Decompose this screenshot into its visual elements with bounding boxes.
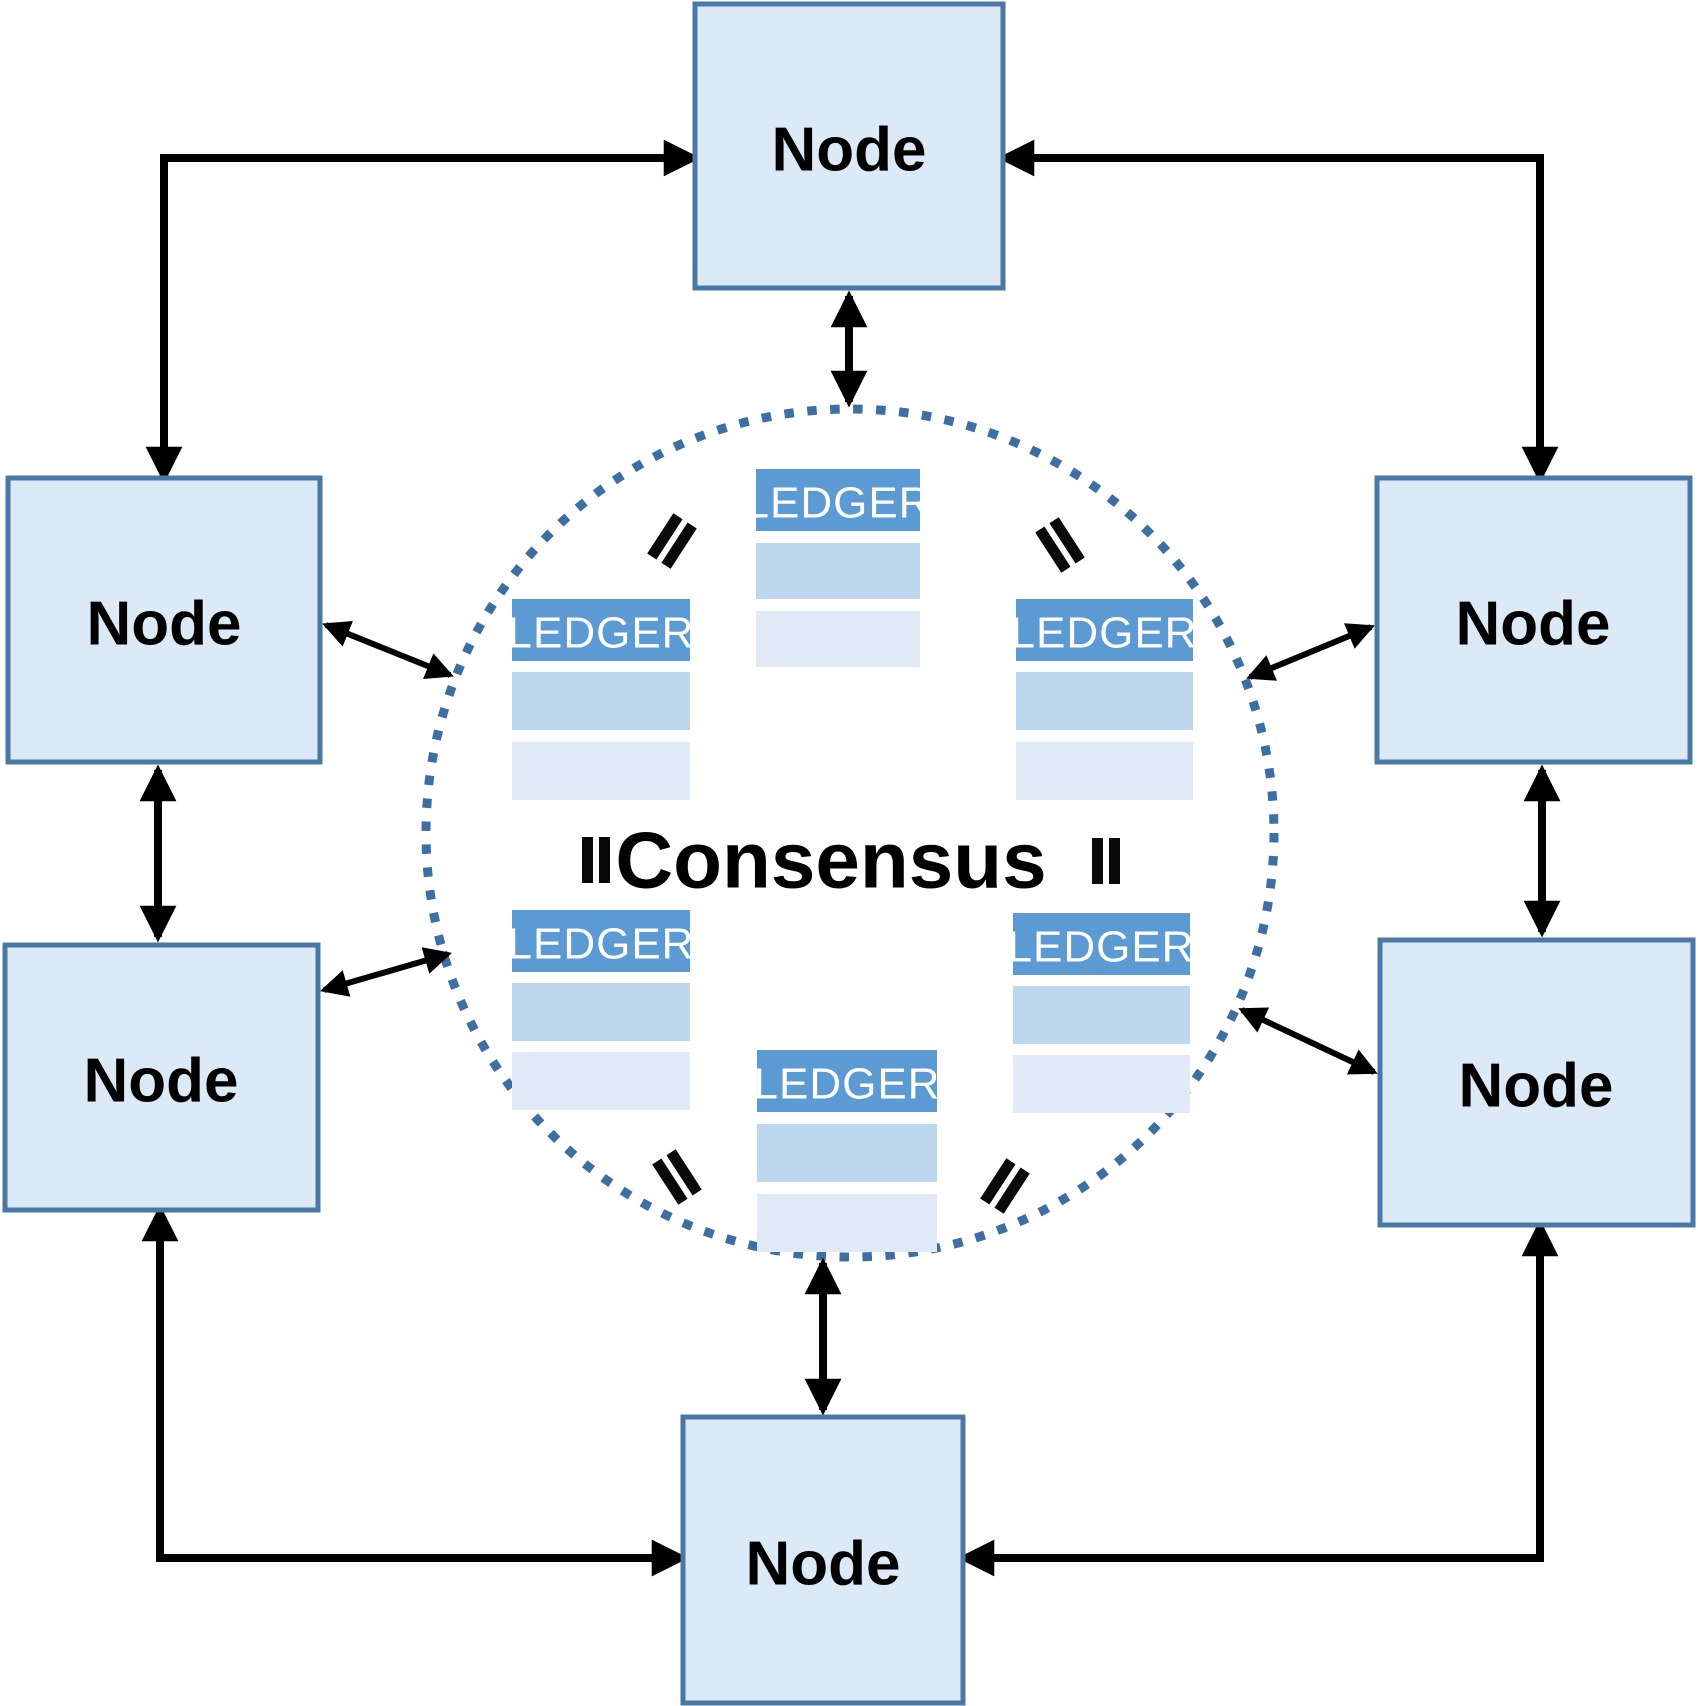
consensus-title: Consensus <box>615 816 1046 905</box>
node-lower-left: Node <box>2 942 321 1213</box>
ledger-row <box>512 742 690 800</box>
ledger-row <box>1013 1055 1190 1113</box>
ledger-header <box>512 599 690 661</box>
equals-sign-middle-left-icon <box>582 837 610 883</box>
node-label: Node <box>84 1047 239 1116</box>
equals-sign-bottom-right-icon <box>980 1158 1030 1214</box>
ledger-row <box>756 611 920 667</box>
node-box <box>1377 937 1696 1228</box>
ledger-lower-left: LEDGER <box>508 910 695 1110</box>
node-upper-left: Node <box>5 475 323 765</box>
ledger-row <box>757 1124 937 1182</box>
equals-sign-top-left-icon <box>647 513 697 569</box>
node-label: Node <box>1456 590 1611 659</box>
node-upper-right: Node <box>1374 475 1693 765</box>
node-box <box>680 1414 966 1706</box>
ledger-header <box>1013 913 1190 975</box>
ledger-row <box>512 1052 690 1110</box>
consensus-ring <box>421 404 1279 1262</box>
ledger-label: LEDGER <box>1011 609 1198 658</box>
ledger-header <box>757 1050 937 1112</box>
node-lower-right: Node <box>1377 937 1696 1228</box>
ledger-label: LEDGER <box>508 609 695 658</box>
node-label: Node <box>87 590 242 659</box>
node-box <box>2 942 321 1213</box>
arrow-upperleft-to-top <box>145 139 701 484</box>
arrow-upperright-to-top <box>997 139 1559 484</box>
arrow-lowerleft-to-bottom <box>141 1204 689 1577</box>
arrow-lowerright-node-to-ring <box>1238 1007 1378 1075</box>
node-box <box>5 475 323 765</box>
equals-sign-middle-right-icon <box>1092 838 1120 884</box>
ledger-label: LEDGER <box>754 1060 941 1109</box>
ledger-row <box>512 672 690 730</box>
ledger-label: LEDGER <box>1008 923 1195 972</box>
ledger-header <box>512 910 690 972</box>
node-box <box>692 1 1006 291</box>
ledger-upper-left: LEDGER <box>508 599 695 800</box>
node-bottom: Node <box>680 1414 966 1706</box>
node-label: Node <box>746 1530 901 1599</box>
ledger-top-center: LEDGER <box>745 469 932 667</box>
ledger-label: LEDGER <box>508 920 695 969</box>
node-top: Node <box>692 1 1006 291</box>
node-label: Node <box>772 116 927 185</box>
ledger-row <box>756 543 920 599</box>
ledger-lower-right: LEDGER <box>1008 913 1195 1113</box>
ledger-row <box>1013 986 1190 1044</box>
ledger-header <box>1016 599 1193 661</box>
node-box <box>1374 475 1693 765</box>
ledger-row <box>512 983 690 1041</box>
ledger-row <box>1016 672 1193 730</box>
arrow-upperright-node-to-ring <box>1246 623 1375 681</box>
ledger-row <box>1016 742 1193 800</box>
ledger-upper-right: LEDGER <box>1011 599 1198 800</box>
node-label: Node <box>1459 1052 1614 1121</box>
ledger-header <box>756 469 920 531</box>
equals-sign-top-right-icon <box>1035 517 1085 573</box>
ledger-row <box>757 1194 937 1252</box>
arrow-lowerright-to-bottom <box>957 1219 1559 1577</box>
ledger-label: LEDGER <box>745 479 932 528</box>
arrow-lowerleft-node-to-ring <box>320 947 452 997</box>
ledger-bottom-center: LEDGER <box>754 1050 941 1252</box>
arrow-upperleft-node-to-ring <box>322 620 454 680</box>
equals-sign-bottom-left-icon <box>652 1149 702 1205</box>
